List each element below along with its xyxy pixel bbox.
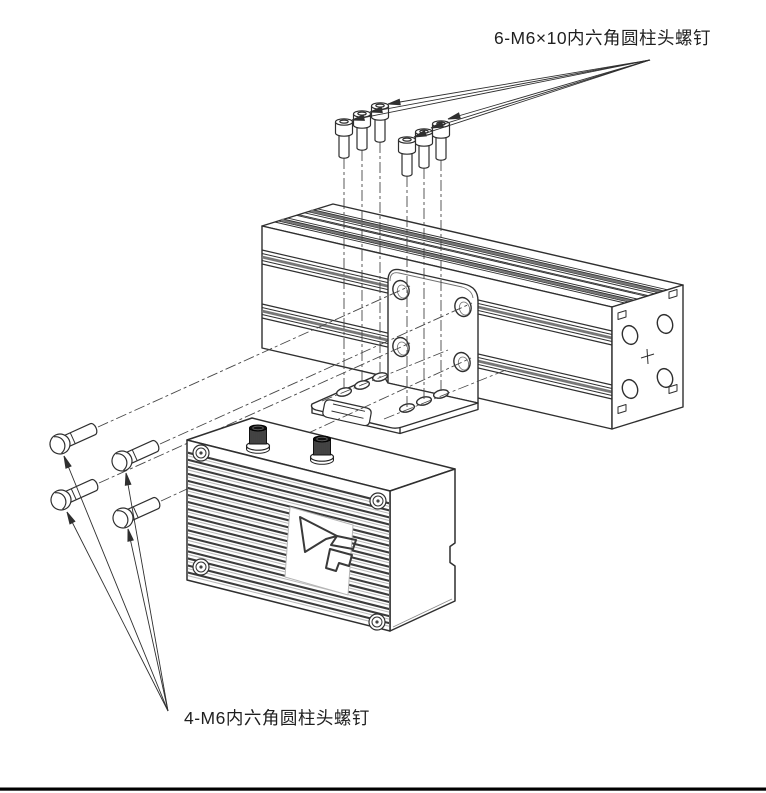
- bracket-plate-holes: [392, 279, 472, 373]
- arrowhead: [127, 528, 134, 542]
- bracket-base-holes: [335, 372, 450, 413]
- arrowhead: [66, 511, 76, 525]
- footer-rule: [0, 787, 766, 791]
- screw-top: [397, 136, 417, 177]
- cable-connector-2: [309, 435, 335, 465]
- finned-device-box: [186, 417, 456, 632]
- arrowhead: [369, 106, 383, 114]
- arrowhead: [447, 112, 461, 120]
- screw-side: [50, 478, 99, 511]
- screw-side: [111, 439, 160, 472]
- screw-top: [334, 118, 354, 159]
- bottom-screws-callout: 4-M6内六角圆柱头螺钉: [184, 708, 370, 728]
- bracket-edge-clip: [322, 399, 372, 427]
- conn2-knurl: [314, 441, 330, 455]
- callout-leaders-top: [351, 59, 651, 138]
- top-screws-callout: 6-M6×10内六角圆柱头螺钉: [494, 28, 711, 48]
- screw-side: [49, 422, 98, 455]
- arrowhead: [124, 472, 132, 486]
- screw-top: [431, 120, 451, 161]
- l-mounting-bracket: [310, 268, 479, 435]
- cable-connector-1: [245, 424, 271, 454]
- rail-end-section: [611, 284, 684, 430]
- brand-logo-mark: [299, 516, 357, 572]
- screw-side: [112, 496, 161, 529]
- arrowhead: [351, 114, 365, 121]
- callout-leaders-bottom: [63, 455, 169, 712]
- top-screws-m6x10: [334, 102, 451, 177]
- arrowhead: [413, 129, 427, 138]
- arrowhead: [430, 121, 444, 129]
- arrowhead: [387, 98, 401, 106]
- side-screws-m6: [49, 422, 161, 529]
- device-side-face: [389, 468, 456, 632]
- device-corner-screws: [192, 444, 387, 631]
- arrowhead: [63, 455, 72, 469]
- conn1-knurl: [250, 430, 266, 444]
- assembly-centerlines: [97, 142, 507, 502]
